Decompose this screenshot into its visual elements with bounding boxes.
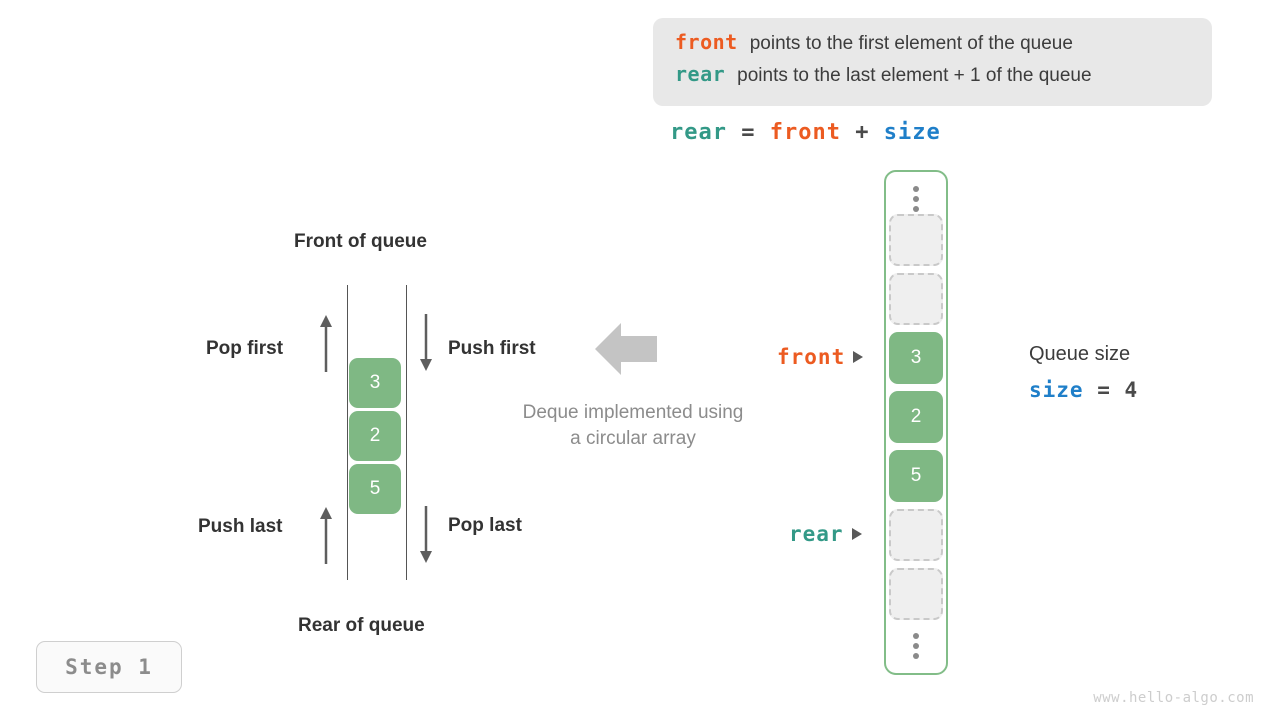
step-badge: Step 1 (36, 641, 182, 693)
formula-size: size (883, 120, 941, 145)
array-slot: 5 (889, 450, 943, 502)
arrow-up-pop-first-icon (320, 315, 332, 372)
queue-size-title: Queue size (1029, 343, 1131, 365)
big-left-arrow-icon (595, 323, 657, 375)
label-push-last: Push last (198, 516, 283, 537)
array-slot (889, 214, 943, 266)
label-push-first: Push first (448, 338, 536, 359)
deque-rail-left (347, 285, 348, 580)
pointer-front-label: front (777, 345, 846, 369)
label-pop-first: Pop first (206, 338, 284, 359)
arrow-down-pop-last-icon (420, 506, 432, 563)
deque-cell: 2 (349, 411, 401, 461)
queue-size-value: 4 (1124, 378, 1139, 402)
pointer-arrowhead-icon (851, 528, 862, 540)
vertical-ellipsis-icon (913, 633, 919, 659)
array-slot (889, 273, 943, 325)
pointer-rear: rear (789, 522, 862, 546)
legend-line-front: front points to the first element of the… (675, 30, 1190, 62)
legend-keyword-front: front (675, 30, 738, 54)
array-slot (889, 568, 943, 620)
front-of-queue-title: Front of queue (294, 231, 427, 252)
pointer-front: front (777, 345, 864, 369)
circular-array-container (884, 170, 948, 675)
deque-cell: 3 (349, 358, 401, 408)
legend-box: front points to the first element of the… (653, 18, 1212, 106)
legend-text-rear: points to the last element + 1 of the qu… (737, 65, 1092, 86)
arrow-down-push-first-icon (420, 314, 432, 371)
deque-caption-line2: a circular array (570, 428, 696, 449)
array-slot (889, 509, 943, 561)
legend-line-rear: rear points to the last element + 1 of t… (675, 62, 1190, 94)
pointer-rear-label: rear (789, 522, 844, 546)
formula-equals: = (741, 120, 756, 145)
arrow-up-push-last-icon (320, 507, 332, 564)
queue-size-block: Queue size size = 4 (1029, 343, 1138, 402)
queue-size-expression: size = 4 (1029, 378, 1138, 402)
queue-size-equals: = (1097, 378, 1111, 402)
rear-of-queue-title: Rear of queue (298, 615, 425, 636)
label-pop-last: Pop last (448, 515, 522, 536)
array-slot: 3 (889, 332, 943, 384)
array-slot: 2 (889, 391, 943, 443)
formula-plus: + (855, 120, 870, 145)
queue-size-var: size (1029, 378, 1084, 402)
formula-rear: rear (670, 120, 727, 145)
formula-rear-equals-front-plus-size: rear = front + size (670, 120, 941, 145)
pointer-arrowhead-icon (853, 351, 864, 363)
deque-caption-line1: Deque implemented using (522, 402, 744, 423)
deque-cell: 5 (349, 464, 401, 514)
vertical-ellipsis-icon (913, 186, 919, 212)
legend-text-front: points to the first element of the queue (749, 33, 1073, 54)
watermark: www.hello-algo.com (1093, 690, 1254, 706)
legend-keyword-rear: rear (675, 62, 726, 86)
deque-caption: Deque implemented using a circular array (494, 400, 772, 452)
formula-front: front (769, 120, 841, 145)
deque-rail-right (406, 285, 407, 580)
